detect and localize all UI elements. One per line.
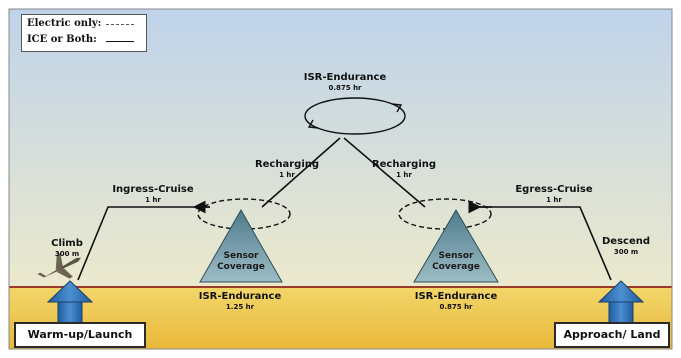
legend: Electric only: ICE or Both: [21,14,147,52]
isr-top-orbit-arrow-2 [307,119,319,129]
climb-label: Climb 300 m [44,238,90,260]
recharge-left-detail: 1 hr [279,171,295,179]
launch-up-arrow [46,280,94,324]
isr-top-label: ISR-Endurance 0.875 hr [300,72,390,94]
ingress-label: Ingress-Cruise 1 hr [108,184,198,206]
isr-top-orbit [304,97,406,135]
aircraft-icon [37,252,81,279]
ingress-detail: 1 hr [145,196,161,204]
land-station-box: Approach/ Land [554,322,670,348]
launch-station-box: Warm-up/Launch [14,322,146,348]
climb-title: Climb [51,238,83,249]
egress-detail: 1 hr [546,196,562,204]
climb-ingress-path [77,206,210,281]
sensor-coverage-right [413,209,499,283]
climb-detail: 300 m [54,250,80,258]
isr-top-orbit-arrow [391,103,403,113]
egress-label: Egress-Cruise 1 hr [509,184,599,206]
sensor-right-text: Sensor Coverage [426,251,486,273]
descend-detail: 300 m [613,248,639,256]
recharge-left-path [261,137,341,208]
sensor-left-text: Sensor Coverage [211,251,271,273]
isr-top-title: ISR-Endurance [303,72,387,83]
egress-title: Egress-Cruise [515,184,593,195]
recharge-left-title: Recharging [254,159,320,170]
sensor-coverage-left [199,208,283,283]
descend-label: Descend 300 m [598,236,654,258]
recharge-right-detail: 1 hr [396,171,412,179]
sensor-left-line1: Sensor [223,251,259,261]
isr-right-title: ISR-Endurance [414,291,498,302]
isr-right-label: ISR-Endurance 0.875 hr [411,291,501,313]
recharge-right-title: Recharging [371,159,437,170]
recharge-right-label: Recharging 1 hr [369,159,439,181]
legend-ice-line [106,41,134,42]
isr-top-detail: 0.875 hr [328,84,362,92]
descend-title: Descend [601,236,651,247]
recharge-right-path [343,137,426,208]
sensor-right-line2: Coverage [432,262,480,272]
sensor-left-line2: Coverage [217,262,265,272]
isr-right-detail: 0.875 hr [439,303,473,311]
isr-left-detail: 1.25 hr [225,303,255,311]
panel-border [8,8,673,350]
sensor-right-line1: Sensor [438,251,474,261]
legend-electric-line [106,24,134,25]
legend-electric-label: Electric only: [27,18,102,29]
isr-left-label: ISR-Endurance 1.25 hr [195,291,285,313]
ingress-title: Ingress-Cruise [112,184,194,195]
land-up-arrow [597,280,645,324]
recharge-left-label: Recharging 1 hr [252,159,322,181]
legend-ice-label: ICE or Both: [27,34,97,45]
isr-left-title: ISR-Endurance [198,291,282,302]
egress-descend-path [478,206,612,281]
